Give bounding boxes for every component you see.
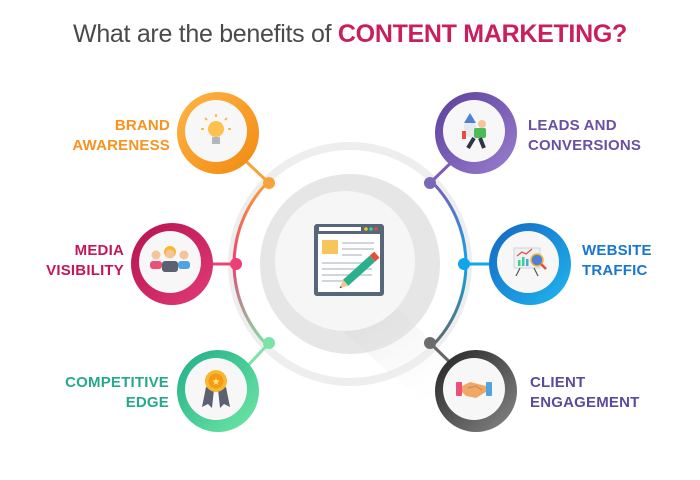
rocket-man-icon xyxy=(462,113,486,150)
label-brand-awareness: BRAND AWARENESS xyxy=(40,116,170,156)
svg-text:★: ★ xyxy=(212,377,221,388)
analytics-board-icon xyxy=(513,247,547,277)
benefit-client-engagement xyxy=(435,350,517,432)
title-prefix: What are the benefits of xyxy=(73,20,338,48)
label-website-traffic: WEBSITE TRAFFIC xyxy=(582,241,692,281)
benefit-leads-and-conversions xyxy=(435,92,517,174)
label-line: AWARENESS xyxy=(72,137,170,154)
label-line: COMPETITIVE xyxy=(65,374,169,391)
page-title: What are the benefits of CONTENT MARKETI… xyxy=(0,20,700,49)
label-line: MEDIA xyxy=(74,242,124,259)
label-line: ENGAGEMENT xyxy=(530,394,640,411)
handshake-icon xyxy=(456,382,492,398)
benefit-competitive-edge: ★ xyxy=(177,350,259,432)
label-line: CLIENT xyxy=(530,374,586,391)
label-line: VISIBILITY xyxy=(46,262,124,279)
label-leads-and-conversions: LEADS AND CONVERSIONS xyxy=(528,116,698,156)
label-line: CONVERSIONS xyxy=(528,137,642,154)
label-competitive-edge: COMPETITIVE EDGE xyxy=(20,373,169,413)
lightbulb-icon xyxy=(201,114,231,144)
benefit-website-traffic xyxy=(489,223,571,305)
label-media-visibility: MEDIA VISIBILITY xyxy=(10,241,124,281)
title-highlight: CONTENT MARKETING? xyxy=(337,20,627,48)
label-line: EDGE xyxy=(125,394,169,411)
award-badge-icon: ★ xyxy=(202,370,230,408)
label-line: LEADS AND xyxy=(528,117,617,134)
label-line: WEBSITE xyxy=(582,242,652,259)
label-client-engagement: CLIENT ENGAGEMENT xyxy=(530,373,695,413)
label-line: TRAFFIC xyxy=(582,262,648,279)
benefit-brand-awareness xyxy=(177,92,259,174)
label-line: BRAND xyxy=(114,117,170,134)
benefit-media-visibility xyxy=(131,223,213,305)
content-editor-icon xyxy=(314,224,384,296)
people-group-icon xyxy=(150,246,190,272)
